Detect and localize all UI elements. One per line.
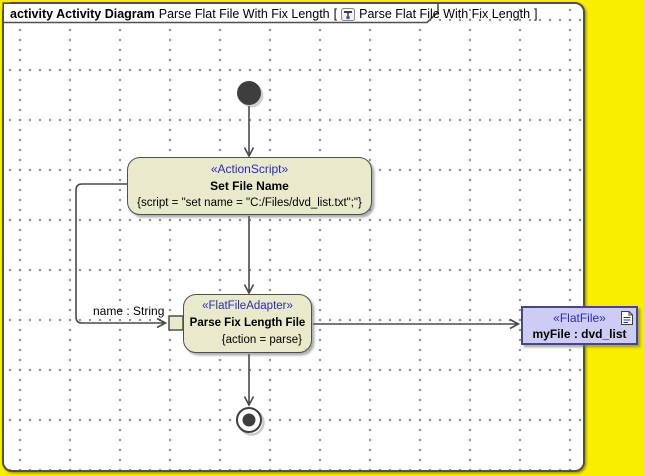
stereotype-label: «ActionScript»	[210, 162, 289, 176]
action-node-parse-fix-length-file[interactable]: «FlatFileAdapter» Parse Fix Length File …	[183, 294, 312, 353]
edge-label-name-string: name : String	[93, 304, 165, 318]
frame-bracket-label: Parse Flat File With Fix Length	[359, 7, 531, 21]
activity-diagram-icon	[341, 7, 356, 21]
stereotype-label: «FlatFileAdapter»	[202, 300, 293, 312]
frame-bracket-open: [	[333, 7, 338, 21]
frame-keyword: activity Activity Diagram	[10, 7, 155, 21]
action-name: Set File Name	[210, 179, 289, 193]
diagram-frame	[2, 2, 585, 472]
action-property: {action = parse}	[221, 334, 302, 346]
action-script-property: {script = "set name = "C:/Files/dvd_list…	[137, 197, 362, 209]
object-node-myfile[interactable]: «FlatFile» myFile : dvd_list	[521, 306, 638, 345]
object-name: myFile : dvd_list	[532, 327, 627, 341]
action-node-set-file-name[interactable]: «ActionScript» Set File Name {script = "…	[127, 157, 372, 215]
document-icon	[621, 311, 633, 325]
action-name: Parse Fix Length File	[189, 317, 306, 329]
frame-diagram-name: Parse Flat File With Fix Length	[158, 7, 330, 21]
frame-tab[interactable]: activity Activity Diagram Parse Flat Fil…	[10, 6, 538, 22]
stereotype-label: «FlatFile»	[553, 311, 606, 325]
frame-bracket-close: ]	[534, 7, 538, 21]
